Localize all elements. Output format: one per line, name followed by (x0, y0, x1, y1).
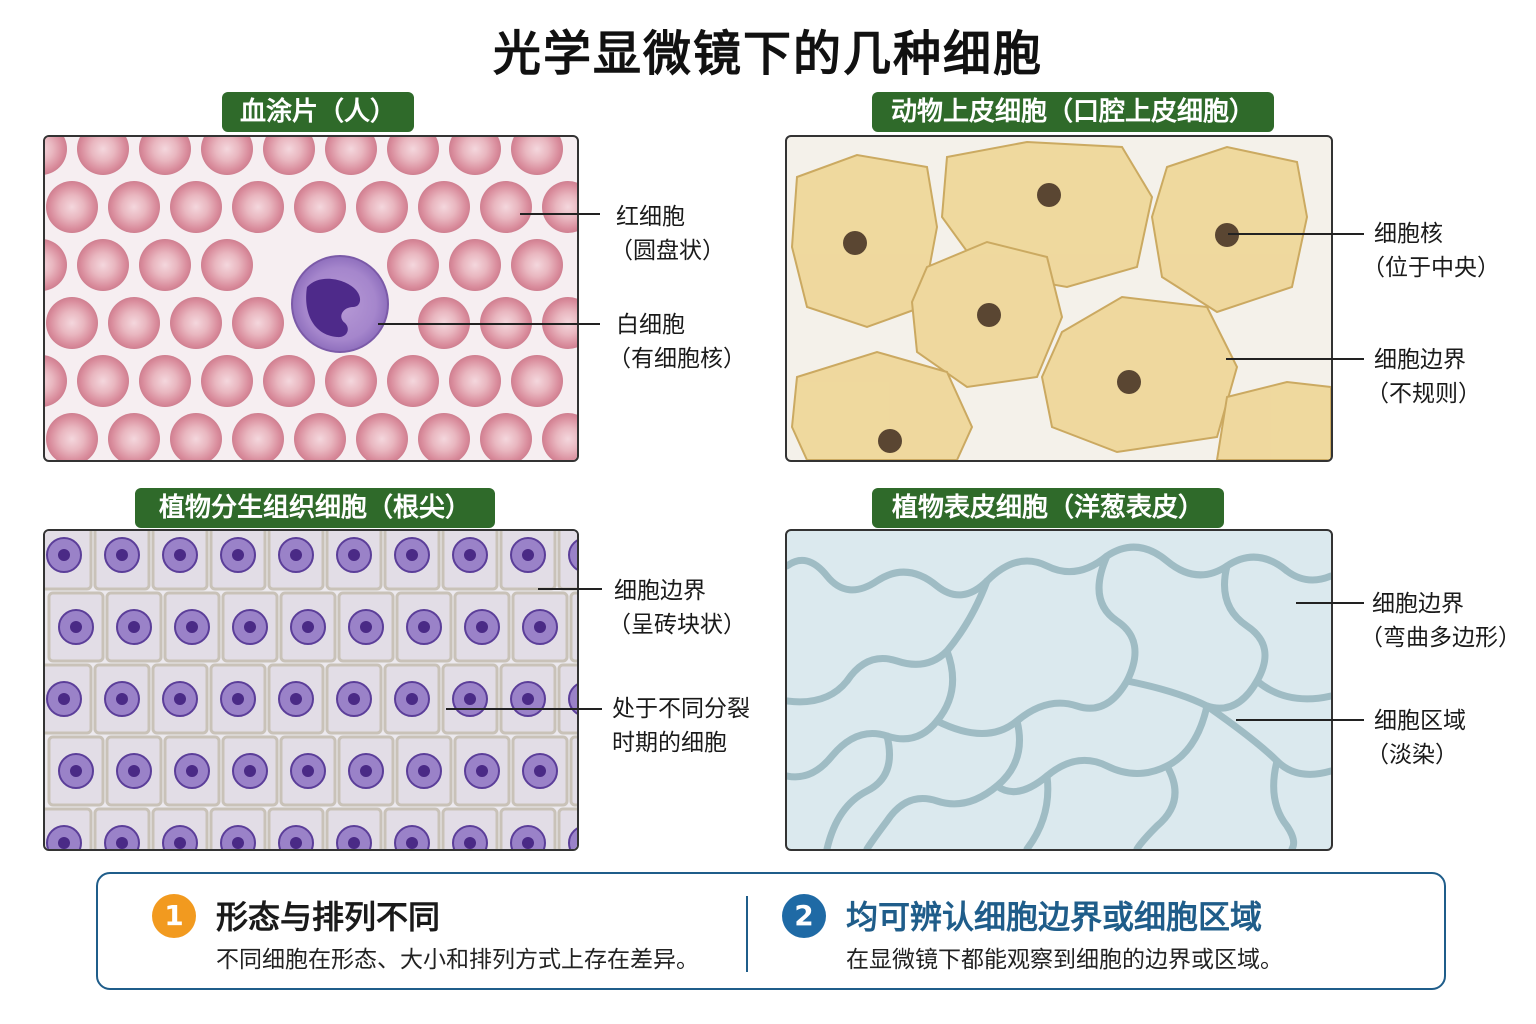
blood-smear-drawing (45, 137, 577, 460)
summary-heading-2: 均可辨认细胞边界或细胞区域 (846, 898, 1263, 936)
onion-drawing (787, 543, 1331, 849)
panel-tag-epithelial: 动物上皮细胞（口腔上皮细胞） (872, 92, 1274, 132)
blood-smear-image (43, 135, 579, 462)
leader-line-white-cell (378, 323, 600, 325)
label-brick-boundary: 细胞边界 （呈砖块状） (608, 578, 746, 638)
leader-line-nucleus (1228, 233, 1364, 235)
label-red-cell: 红细胞 （圆盘状） (610, 204, 725, 264)
label-dividing-cells: 处于不同分裂 时期的细胞 (612, 696, 750, 756)
summary-box: 1 形态与排列不同 不同细胞在形态、大小和排列方式上存在差异。 2 均可辨认细胞… (96, 872, 1446, 990)
leader-line-red-cell (520, 213, 600, 215)
summary-text-1: 不同细胞在形态、大小和排列方式上存在差异。 (216, 947, 699, 973)
panel-tag-onion: 植物表皮细胞（洋葱表皮） (872, 488, 1224, 528)
meristem-cells (45, 531, 577, 849)
red-blood-cells (45, 137, 577, 460)
page-title: 光学显微镜下的几种细胞 (492, 26, 1043, 82)
onion-cell-walls (787, 543, 1331, 849)
meristem-image (43, 529, 579, 851)
panel-tag-meristem: 植物分生组织细胞（根尖） (135, 488, 495, 528)
label-cell-region: 细胞区域 （淡染） (1366, 708, 1466, 768)
panel-tag-blood: 血涂片（人） (222, 92, 414, 132)
onion-image (785, 529, 1333, 851)
cell-nuclei (843, 183, 1239, 453)
label-nucleus: 细胞核 （位于中央） (1362, 221, 1500, 281)
epithelial-cells (790, 140, 1331, 460)
epithelial-drawing (790, 140, 1331, 460)
leader-line-brick-boundary (538, 588, 602, 590)
leader-line-dividing-cells (446, 708, 602, 710)
summary-text-2: 在显微镜下都能观察到细胞的边界或区域。 (846, 947, 1283, 973)
label-white-cell: 白细胞 （有细胞核） (608, 312, 746, 372)
label-onion-boundary: 细胞边界 （弯曲多边形） (1360, 591, 1521, 651)
epithelial-image (785, 135, 1333, 462)
summary-badge-1: 1 (152, 894, 196, 938)
leader-line-epithelial-boundary (1226, 358, 1364, 360)
summary-badge-2: 2 (782, 894, 826, 938)
summary-heading-1: 形态与排列不同 (216, 898, 441, 936)
white-blood-cell (291, 255, 389, 353)
meristem-drawing (45, 531, 577, 849)
leader-line-cell-region (1236, 719, 1364, 721)
label-epithelial-boundary: 细胞边界 （不规则） (1366, 347, 1481, 407)
summary-divider (746, 896, 748, 972)
leader-line-onion-boundary (1296, 602, 1364, 604)
